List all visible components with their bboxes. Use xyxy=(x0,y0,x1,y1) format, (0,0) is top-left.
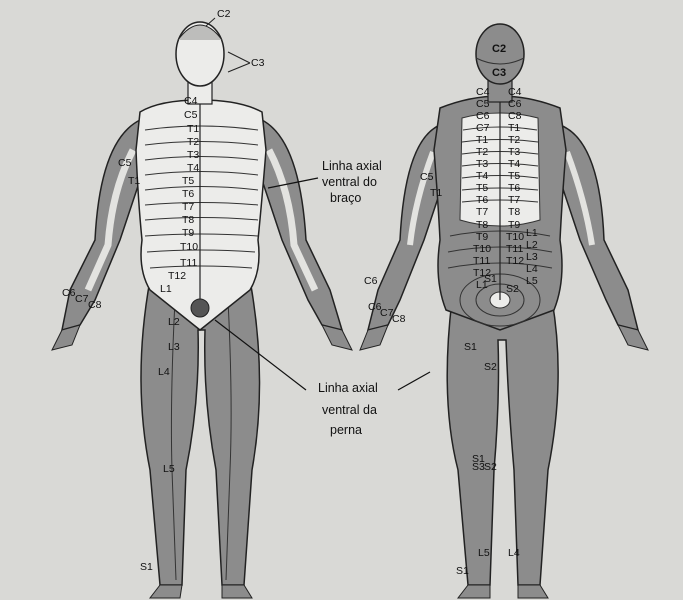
back-side-l1: L1 xyxy=(526,227,538,239)
back-side-l3: L3 xyxy=(526,251,538,263)
back-spine-t4: T4 xyxy=(476,170,488,182)
front-trunk-t10: T10 xyxy=(180,241,198,253)
front-trunk-l1: L1 xyxy=(160,283,172,295)
annotation-arm-line1: Linha axial xyxy=(322,159,382,173)
back-side-l4: L4 xyxy=(526,263,538,275)
back-leg-s1-foot: S1 xyxy=(456,565,469,577)
back-side-t10: T10 xyxy=(506,231,524,243)
front-arm-c8: C8 xyxy=(88,299,102,311)
back-spine-t11: T11 xyxy=(473,255,490,267)
back-spine-t10: T10 xyxy=(473,243,491,255)
back-spine-t9: T9 xyxy=(476,231,488,243)
front-trunk-t8: T8 xyxy=(182,214,194,226)
front-trunk-t5: T5 xyxy=(182,175,194,187)
back-leg-l4: L4 xyxy=(508,547,520,559)
back-spine-t2: T2 xyxy=(476,146,488,158)
back-arm-c8: C8 xyxy=(392,313,406,325)
front-trunk-t9: T9 xyxy=(182,227,194,239)
annotation-leg-line2: ventral da xyxy=(322,403,377,417)
back-side-c8: C8 xyxy=(508,110,522,122)
back-side-t4: T4 xyxy=(508,158,520,170)
annotation-leg-line1: Linha axial xyxy=(318,381,378,395)
front-trunk-t1: T1 xyxy=(187,123,199,135)
back-side-t1: T1 xyxy=(508,122,520,134)
back-spine-s2: S2 xyxy=(506,283,519,295)
front-arm-c6: C6 xyxy=(62,287,76,299)
back-arm-t1: T1 xyxy=(430,187,442,199)
back-side-l5: L5 xyxy=(526,275,538,287)
back-leg-s1: S1 xyxy=(464,341,477,353)
front-leg-l2: L2 xyxy=(168,316,180,328)
front-trunk-t7: T7 xyxy=(182,201,194,213)
front-trunk-t4: T4 xyxy=(187,162,199,174)
annotation-arm-line2: ventral do xyxy=(322,175,377,189)
back-spine-t1: T1 xyxy=(476,134,488,146)
back-hand-c6: C6 xyxy=(364,275,378,287)
front-arm-t1: T1 xyxy=(128,175,140,187)
back-spine-t5: T5 xyxy=(476,182,488,194)
back-label-c2: C2 xyxy=(492,43,506,55)
front-label-c5: C5 xyxy=(184,109,198,121)
front-trunk-t6: T6 xyxy=(182,188,194,200)
annotation-arm-line3: braço xyxy=(330,191,361,205)
back-side-t9: T9 xyxy=(508,219,520,231)
back-body xyxy=(360,24,648,598)
front-arm-c7: C7 xyxy=(75,293,89,305)
back-spine-t7: T7 xyxy=(476,206,488,218)
back-side-t7: T7 xyxy=(508,194,520,206)
front-leg-s1: S1 xyxy=(140,561,153,573)
front-trunk-t3: T3 xyxy=(187,149,199,161)
front-leg-l5: L5 xyxy=(163,463,175,475)
back-leg-s2-lower: S2 xyxy=(484,461,497,473)
back-arm-c5: C5 xyxy=(420,171,434,183)
annotation-leg-line3: perna xyxy=(330,423,362,437)
back-side-c6: C6 xyxy=(508,98,522,110)
back-side-t11: T11 xyxy=(506,243,523,255)
back-spine-t8: T8 xyxy=(476,219,488,231)
front-leg-l4: L4 xyxy=(158,366,170,378)
back-side-l2: L2 xyxy=(526,239,538,251)
back-spine-c7: C7 xyxy=(476,122,490,134)
front-trunk-t11: T11 xyxy=(180,257,197,269)
back-spine-c6: C6 xyxy=(476,110,490,122)
back-spine-s1: S1 xyxy=(484,273,497,285)
back-side-t8: T8 xyxy=(508,206,520,218)
front-label-c3: C3 xyxy=(251,57,265,69)
back-spine-t3: T3 xyxy=(476,158,488,170)
back-spine-c5: C5 xyxy=(476,98,490,110)
back-side-t3: T3 xyxy=(508,146,520,158)
back-side-t2: T2 xyxy=(508,134,520,146)
back-label-c3: C3 xyxy=(492,67,506,79)
front-arm-c5: C5 xyxy=(118,157,132,169)
front-trunk-t2: T2 xyxy=(187,136,199,148)
front-trunk-t12: T12 xyxy=(168,270,186,282)
back-leg-l5: L5 xyxy=(478,547,490,559)
back-side-t12: T12 xyxy=(506,255,524,267)
back-leg-s2: S2 xyxy=(484,361,497,373)
back-spine-t6: T6 xyxy=(476,194,488,206)
front-label-c2: C2 xyxy=(217,8,231,20)
back-side-c4: C4 xyxy=(508,86,522,98)
front-leg-l3: L3 xyxy=(168,341,180,353)
back-side-t5: T5 xyxy=(508,170,520,182)
back-spine-c4: C4 xyxy=(476,86,490,98)
back-side-t6: T6 xyxy=(508,182,520,194)
front-label-c4: C4 xyxy=(184,95,198,107)
